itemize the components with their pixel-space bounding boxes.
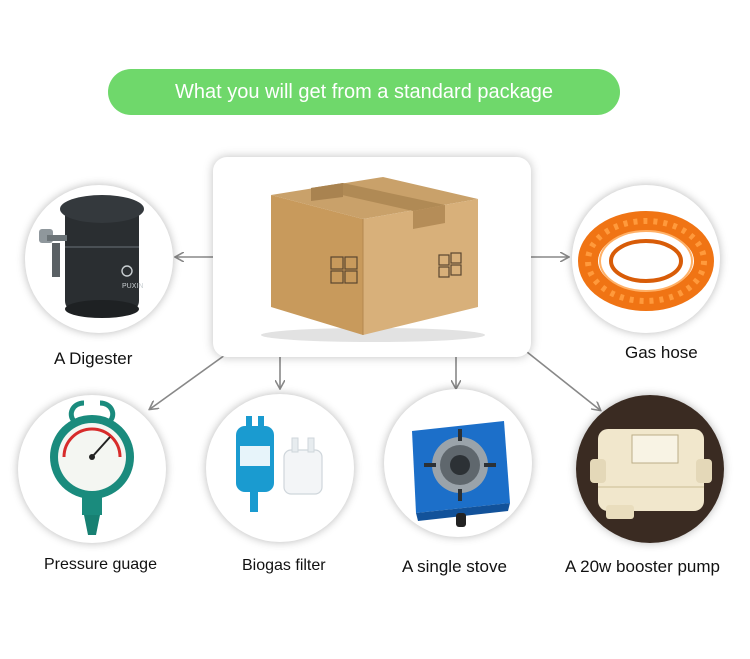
- stove-circle: [384, 389, 532, 537]
- puxin-logo: PUXIN: [122, 283, 143, 290]
- biogas-filter-circle: [206, 394, 354, 542]
- digester-circle: PUXIN: [25, 185, 173, 333]
- stove-icon: [412, 421, 510, 527]
- package-box-panel: [213, 157, 531, 357]
- label-biogas-filter: Biogas filter: [242, 557, 326, 574]
- label-pressure-gauge: Pressure guage: [44, 556, 157, 573]
- digester-icon: PUXIN: [39, 195, 144, 318]
- arrow-to-pressure-gauge: [150, 354, 226, 409]
- label-digester: A Digester: [54, 349, 133, 368]
- label-gas-hose: Gas hose: [625, 343, 698, 362]
- booster-pump-circle: [576, 395, 724, 543]
- label-stove: A single stove: [402, 557, 507, 576]
- pressure-gauge-icon: [50, 400, 134, 535]
- biogas-filter-icon: [236, 416, 323, 512]
- cardboard-box-icon: [261, 177, 485, 342]
- package-banner: What you will get from a standard packag…: [108, 69, 620, 115]
- label-booster-pump: A 20w booster pump: [565, 557, 720, 576]
- booster-pump-icon: [576, 395, 724, 543]
- gas-hose-circle: [572, 185, 720, 333]
- gas-hose-icon: [578, 211, 714, 311]
- pressure-gauge-circle: [18, 395, 166, 543]
